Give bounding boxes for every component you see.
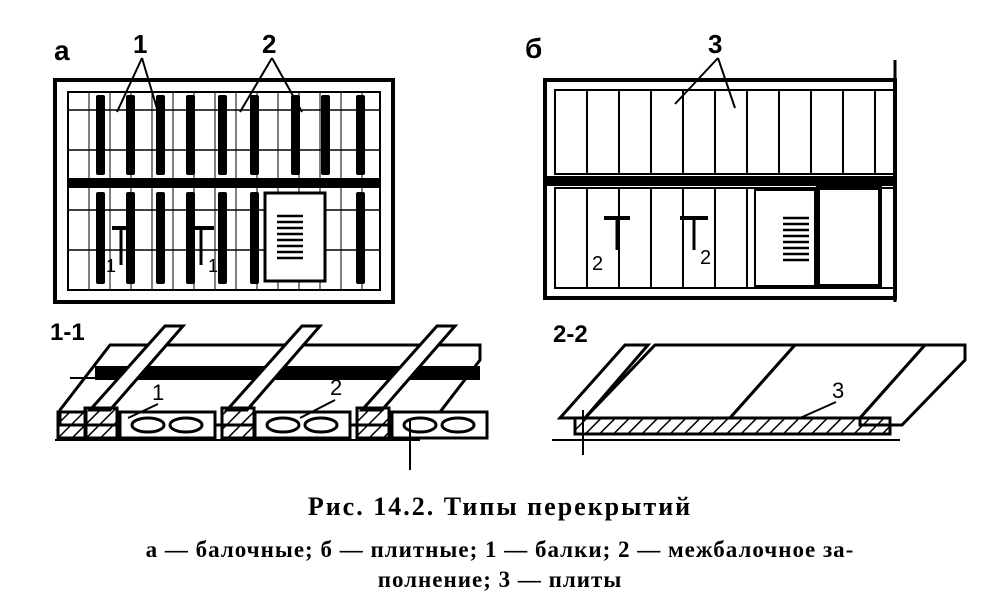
- svg-text:1: 1: [106, 256, 116, 276]
- panel-a-beams: [96, 95, 365, 284]
- section-1-1-label: 1-1: [50, 319, 85, 346]
- beam-bottom: [250, 192, 259, 284]
- beam-bottom: [156, 192, 165, 284]
- callout-2-section: 2: [330, 375, 342, 400]
- panel-a-outer-frame: [53, 78, 395, 304]
- panel-b-section-mark-left: 2: [592, 216, 630, 275]
- panel-a-midwall: [68, 178, 380, 188]
- section-2-2: 2-2 3: [552, 321, 967, 455]
- beam-top: [126, 95, 135, 175]
- beam-bottom: [96, 192, 105, 284]
- figure-caption-legend: а — балочные; б — плитные; 1 — балки; 2 …: [0, 535, 1000, 595]
- panel-a-letter: а: [54, 35, 70, 66]
- beam-bottom: [356, 192, 365, 284]
- section-1-1: 1-1 1 2: [50, 319, 489, 470]
- callout-3-section: 3: [832, 378, 844, 403]
- beam-top: [321, 95, 330, 175]
- beam-top: [96, 95, 105, 175]
- beam-top: [218, 95, 227, 175]
- legend-line-1: а — балочные; б — плитные; 1 — балки; 2 …: [145, 537, 855, 562]
- callout-2-plan: 2: [262, 29, 276, 59]
- panel-a-section-mark-left: 1: [106, 226, 130, 276]
- section-1-1-beams: [83, 324, 459, 440]
- beam-bottom: [218, 192, 227, 284]
- figure-caption-title: Рис. 14.2. Типы перекрытий: [307, 492, 693, 521]
- svg-text:1: 1: [208, 256, 218, 276]
- beam-top: [156, 95, 165, 175]
- section-2-2-label: 2-2: [553, 321, 588, 348]
- callout-1-section: 1: [152, 380, 164, 405]
- callout-3-plan: 3: [708, 29, 722, 59]
- beam-top: [250, 95, 259, 175]
- callout-1-plan: 1: [133, 29, 147, 59]
- panel-b-letter: б: [525, 33, 542, 64]
- beam-top: [186, 95, 195, 175]
- panel-b-plan: б 2 2 3: [525, 29, 897, 302]
- section-1-1-infill: [56, 410, 489, 440]
- section-2-2-slab-hatch: [573, 416, 892, 436]
- panel-b-midwall: [545, 176, 895, 186]
- legend-line-2: полнение; 3 — плиты: [377, 567, 623, 592]
- panel-b-stair-opening: [754, 186, 882, 288]
- svg-text:2: 2: [592, 253, 603, 275]
- svg-text:2: 2: [700, 247, 711, 269]
- beam-bottom: [126, 192, 135, 284]
- panel-a-section-mark-right: 1: [190, 226, 218, 276]
- panel-b-slabs: [586, 90, 876, 288]
- floor-types-figure: а 1 1 1 2 б: [50, 29, 967, 470]
- beam-top: [356, 95, 365, 175]
- beam-bottom: [186, 192, 195, 284]
- panel-a-stair-opening: [263, 191, 327, 283]
- beam-top: [291, 95, 300, 175]
- panel-a-plan: а 1 1 1 2: [53, 29, 395, 304]
- panel-b-section-mark-right: 2: [680, 216, 711, 269]
